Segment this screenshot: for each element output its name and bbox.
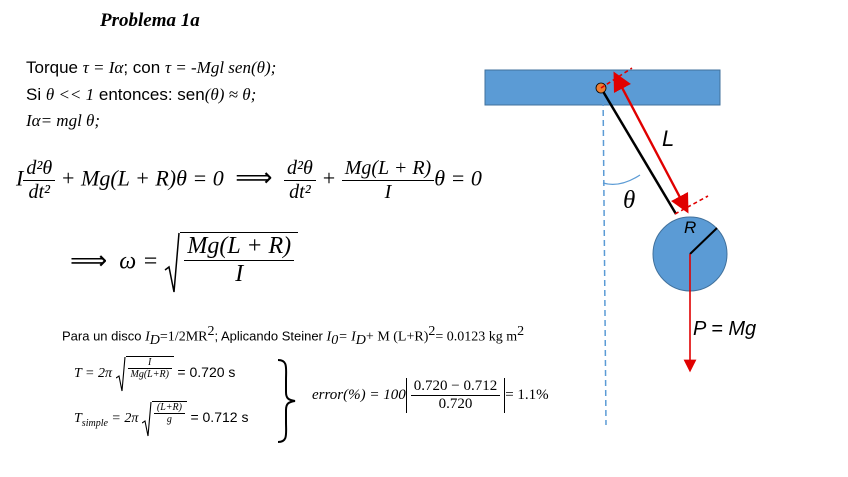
approximation-line: Si θ << 1 entonces: sen(θ) ≈ θ; <box>26 85 256 105</box>
si-word: Si <box>26 85 46 104</box>
length-arrow <box>613 71 689 214</box>
error-denominator: 0.720 <box>438 396 473 412</box>
radical-sign-icon <box>164 232 181 293</box>
torque-definition: τ = -Mgl sen(θ); <box>164 58 277 77</box>
eq1-dt2: dt² <box>28 181 51 203</box>
t-numerator: I <box>127 357 172 369</box>
ts-value: = 0.712 s <box>190 409 249 426</box>
label-radius: R <box>684 218 697 237</box>
radius-line <box>689 227 718 255</box>
label-theta: θ <box>623 187 636 214</box>
i0-symbol: I <box>326 329 332 345</box>
omega-numerator: Mg(L + R) <box>184 233 295 261</box>
eq2-rest: θ = 0 <box>434 165 482 191</box>
disk-inertia-line: Para un disco ID=1/2MR2; Aplicando Stein… <box>62 324 524 349</box>
i0-unit-sup: 2 <box>517 324 525 339</box>
torque-con: ; con <box>123 58 165 77</box>
i0-equals: = I <box>338 329 356 345</box>
ts-lhs: T <box>74 411 82 427</box>
eq2-coefficient: Mg(L + R)I <box>341 157 435 204</box>
eq2-plus: + <box>315 165 342 191</box>
label-length: L <box>662 126 675 151</box>
i0-steiner-sup: 2 <box>428 324 436 339</box>
eq2-d2theta: d²θ <box>284 157 316 181</box>
id-symbol: I <box>145 329 150 345</box>
t-denominator: Mg(L+R) <box>130 369 169 380</box>
i0-subscript: 0 <box>331 332 339 348</box>
eq2-mg-lr: Mg(L + R) <box>341 157 435 181</box>
vertical-reference-line <box>602 89 607 426</box>
eq1-d2theta: d²θ <box>23 157 56 181</box>
id-superscript: 2 <box>207 324 215 339</box>
eq1-inertia: I <box>16 165 24 191</box>
dash-top <box>600 67 633 89</box>
slide-title: Problema 1a <box>100 10 200 31</box>
small-angle-condition: θ << 1 <box>45 85 95 104</box>
implies-arrow-2: ⟹ <box>70 245 108 275</box>
id-subscript: D <box>149 332 160 348</box>
dash-bottom <box>674 195 709 215</box>
omega-lhs: ω = <box>119 248 159 275</box>
right-brace-icon <box>277 359 296 443</box>
period-simple: Tsimple = 2π (L+R)g = 0.712 s <box>74 401 248 437</box>
ts-sqrt: (L+R)g <box>141 401 187 437</box>
eq1-rest: + Mg(L + R)θ = 0 <box>55 165 224 191</box>
implies-arrow-1: ⟹ <box>235 162 273 192</box>
id-value: =1/2MR <box>159 329 208 345</box>
ts-equals: = 2π <box>107 411 139 427</box>
radical-sign-icon <box>141 401 152 437</box>
i0-steiner-term: + M (L+R) <box>365 329 429 345</box>
radical-sign-icon <box>115 356 126 392</box>
disk-prefix: Para un disco <box>62 328 146 344</box>
steiner-text: ; Aplicando Steiner <box>214 328 327 344</box>
angle-arc <box>602 174 641 186</box>
error-lhs: error(%) = 100 <box>312 386 406 403</box>
torque-word: Torque <box>26 58 83 77</box>
i0-value: = 0.0123 kg m <box>435 329 518 345</box>
ts-denominator: g <box>166 414 172 425</box>
ts-numerator: (L+R) <box>153 402 185 414</box>
label-weight: P = Mg <box>693 318 757 340</box>
omega-equation: ⟹ ω = Mg(L + R)I <box>70 232 299 294</box>
i-alpha-line: Iα= mgl θ; <box>26 111 101 130</box>
t-value: = 0.720 s <box>177 364 236 381</box>
i0-d-subscript: D <box>355 332 366 348</box>
omega-sqrt: Mg(L + R)I <box>164 232 299 294</box>
ts-subscript: simple <box>81 418 108 430</box>
entonces-text: entonces: sen <box>94 85 205 104</box>
torque-equation: τ = Iα <box>82 58 124 77</box>
error-numerator: 0.720 − 0.712 <box>410 378 501 396</box>
t-lhs: T = 2π <box>74 366 112 382</box>
omega-denominator: I <box>235 261 244 287</box>
sine-approximation: (θ) ≈ θ; <box>204 85 257 104</box>
eq2-dt2: dt² <box>289 181 311 203</box>
eq2-inertia: I <box>384 181 392 203</box>
error-rhs: = 1.1% <box>505 386 549 403</box>
torque-line: Torque τ = Iα; con τ = -Mgl sen(θ); <box>26 58 276 78</box>
